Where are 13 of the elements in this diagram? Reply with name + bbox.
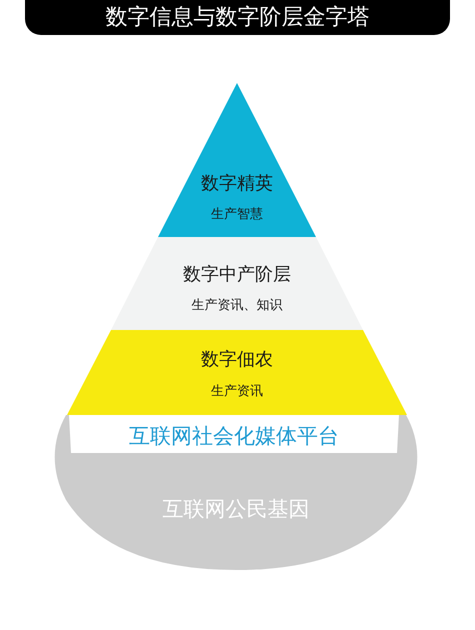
title-banner: 数字信息与数字阶层金字塔 <box>25 0 450 35</box>
tier-subtitle: 生产资讯 <box>211 383 263 400</box>
tier-subtitle: 生产智慧 <box>211 206 263 223</box>
base-shape <box>56 415 416 570</box>
pyramid-top-tier <box>158 83 316 237</box>
tier-subtitle: 生产资讯、知识 <box>192 297 282 314</box>
pyramid-lower-tier <box>67 330 407 415</box>
platform-band <box>69 415 399 453</box>
tier-title: 数字佃农 <box>201 348 273 371</box>
tier-title: 数字中产阶层 <box>183 263 291 286</box>
tier-title: 数字精英 <box>201 172 273 195</box>
band-label: 互联网社会化媒体平台 <box>129 423 339 450</box>
pyramid-middle-tier <box>111 237 363 330</box>
